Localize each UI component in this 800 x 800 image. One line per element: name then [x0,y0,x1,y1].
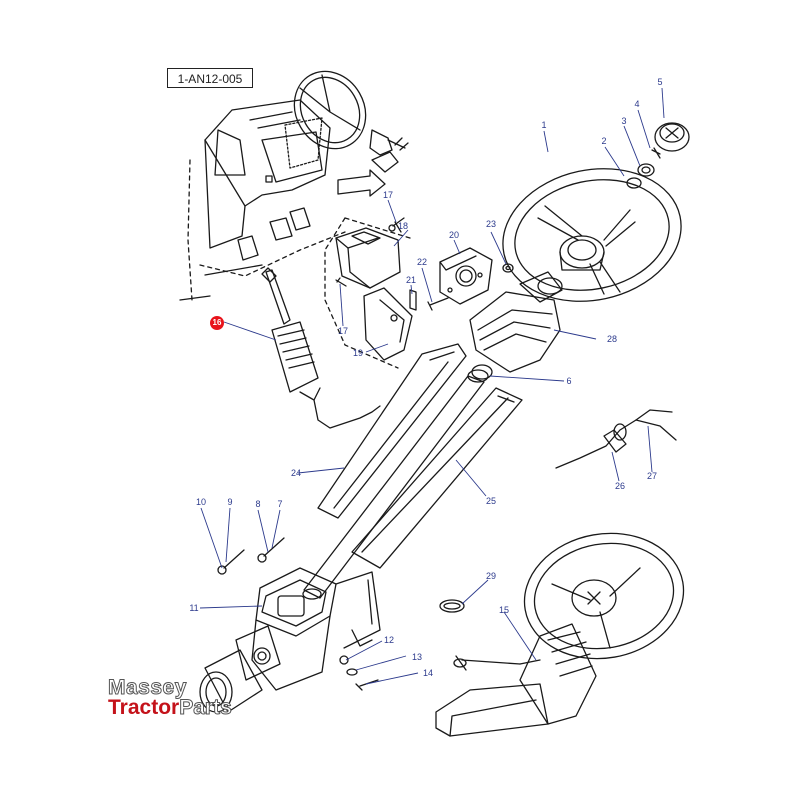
callout-17-bottom[interactable]: 17 [337,326,349,336]
callout-16-highlighted[interactable]: 16 [210,316,224,330]
callout-24[interactable]: 24 [290,468,302,478]
callout-7[interactable]: 7 [277,499,283,509]
callout-18[interactable]: 18 [397,221,409,231]
column-shroud-illustration [470,272,562,372]
callout-5[interactable]: 5 [657,77,663,87]
callout-17-top[interactable]: 17 [382,190,394,200]
column-tube-illustration [303,344,522,599]
watermark-line-1: Massey [108,676,187,700]
callout-14[interactable]: 14 [422,668,434,678]
callout-26[interactable]: 26 [614,481,626,491]
lever-switch-illustration [262,268,380,428]
callout-12[interactable]: 12 [383,635,395,645]
callout-4[interactable]: 4 [634,99,640,109]
callout-6[interactable]: 6 [566,376,572,386]
callout-19[interactable]: 19 [352,348,364,358]
wiring-harness-illustration [556,410,676,468]
bracket-group-illustration [336,218,448,360]
steering-housing-illustration [200,538,380,712]
watermark-word-tractor: Tractor [108,696,180,719]
callout-25[interactable]: 25 [485,496,497,506]
watermark-word-parts: Parts [179,696,233,720]
callout-11[interactable]: 11 [189,603,199,613]
callout-22[interactable]: 22 [416,257,428,267]
callout-1[interactable]: 1 [541,120,547,130]
callout-23[interactable]: 23 [485,219,497,229]
callout-13[interactable]: 13 [411,652,423,662]
callout-21[interactable]: 21 [405,275,417,285]
callout-2[interactable]: 2 [601,136,607,146]
callout-9[interactable]: 9 [227,497,233,507]
steering-wheel-illustration [490,153,693,318]
cab-overview-illustration [180,58,410,368]
diagram-reference-code: 1-AN12-005 [167,68,253,88]
leader-lines [200,88,664,684]
brand-watermark-logo: Massey TractorParts [108,676,268,724]
callout-28[interactable]: 28 [606,334,618,344]
callout-29[interactable]: 29 [485,571,497,581]
callout-8[interactable]: 8 [255,499,261,509]
column-assembly-illustration [436,521,694,736]
callout-15[interactable]: 15 [498,605,510,615]
hub-cap-illustration [627,123,689,188]
callout-3[interactable]: 3 [621,116,627,126]
callout-27[interactable]: 27 [646,471,658,481]
clamp-illustration [440,248,513,304]
callout-10[interactable]: 10 [195,497,207,507]
callout-20[interactable]: 20 [448,230,460,240]
watermark-line-2: TractorParts [108,696,232,720]
